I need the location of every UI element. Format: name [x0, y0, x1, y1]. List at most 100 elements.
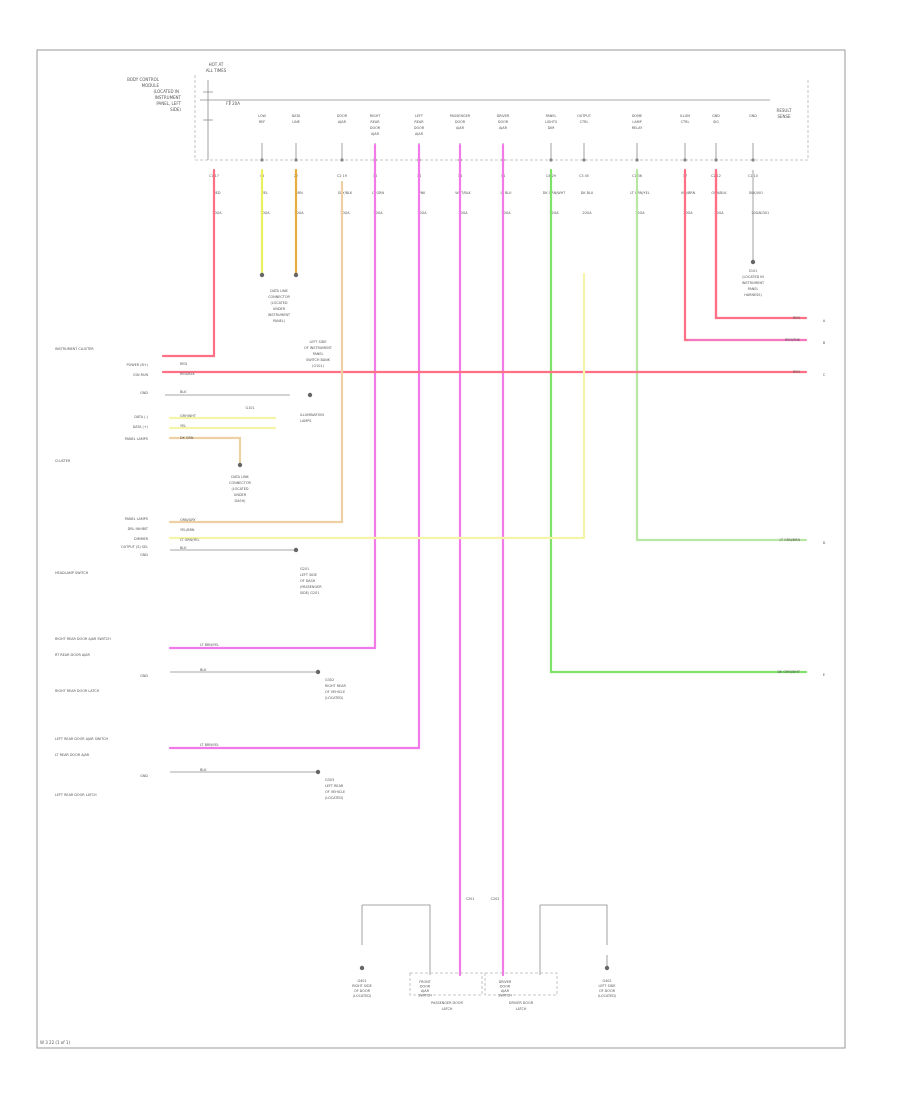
headlamp-pin-label: GND	[140, 553, 148, 557]
right-edge-ref: C	[823, 373, 826, 377]
ground-icon	[359, 965, 365, 971]
driver-latch-name: LATCH	[516, 1007, 527, 1011]
door-switches: FRONTDOORAJARSWITCHDRIVERDOORAJARSWITCHP…	[352, 897, 617, 1011]
wire-color-label: LT BLU	[500, 191, 512, 195]
wire-headlamp-orn	[168, 180, 344, 524]
rr-pin-label: GND	[140, 674, 148, 678]
cluster-note: OF INSTRUMENT	[304, 346, 333, 350]
splice-label: PANEL	[748, 287, 759, 291]
wires	[161, 143, 808, 977]
wire-pass-latch	[361, 904, 431, 975]
wire-color-label: GRY/BLK	[338, 191, 353, 195]
connector-label: C202	[491, 897, 500, 901]
ground-icon	[237, 462, 243, 468]
lr-wire-label: BLK	[200, 768, 207, 772]
terminal-label: DOOR	[414, 126, 425, 130]
module-side-label: SENSE	[777, 114, 791, 119]
terminal-dot	[582, 158, 586, 162]
cluster-dlc-label: (LOCATED	[231, 487, 248, 491]
terminal-label: DOME	[632, 114, 642, 118]
terminal-dot	[683, 158, 687, 162]
terminal-dot	[751, 158, 755, 162]
splice-label: (LOCATED IN	[742, 275, 764, 279]
cluster-pin-label: DATA (-)	[134, 415, 148, 419]
driver-gnd-label: OF DOOR	[599, 989, 616, 993]
cluster-pin-label: IGN RUN	[133, 373, 148, 377]
cluster-wire-label: GRY/WHT	[180, 414, 197, 418]
cluster-note: (G101)	[312, 364, 324, 368]
driver-switch-label: DRIVER	[499, 980, 512, 984]
wire-gauge-label: 20GA	[458, 211, 468, 215]
ground-label: G301	[760, 211, 769, 215]
cluster-pin-label: PANEL LAMPS	[125, 437, 148, 441]
driver-switch-box	[484, 972, 558, 996]
terminal-label: SIG	[713, 120, 719, 124]
terminal-label: LINE	[292, 120, 300, 124]
terminal-label: OUTPUT	[577, 114, 592, 118]
terminal-label: LIGHTS	[545, 120, 557, 124]
body-control-module: BODY CONTROL MODULE (LOCATED IN INSTRUME…	[127, 62, 809, 162]
lr-header: LEFT REAR DOOR AJAR SWITCH	[55, 737, 108, 741]
module-title-line: (LOCATED IN	[153, 89, 179, 94]
splice-dot-icon	[259, 272, 265, 278]
wire-color-label: LT GRN/YEL	[630, 191, 649, 195]
headlamp-name: HEADLAMP SWITCH	[55, 571, 89, 575]
terminal-label: CTRL	[580, 120, 589, 124]
pin-number: C2 19	[337, 174, 347, 178]
wire-green-dome	[549, 168, 808, 674]
lr-gnd-label: (LOCATED)	[325, 796, 344, 800]
wire-gauge-label: 20GA	[751, 211, 761, 215]
splice-label: HARNESS)	[744, 293, 762, 297]
cluster-pin-label: GND	[140, 391, 148, 395]
terminal-dot	[549, 158, 553, 162]
lr-gnd-label: OF VEHICLE	[325, 790, 345, 794]
cluster-wire-label: BLK	[180, 390, 187, 394]
module-title-line: BODY CONTROL	[127, 77, 160, 82]
cluster-wire-label: RED/BLK	[180, 372, 195, 376]
wire-gauge-label: 20GA	[683, 211, 693, 215]
module-title-line: MODULE	[142, 83, 160, 88]
headlamp-gnd-label: OF DASH	[300, 579, 316, 583]
wire-ltgreen	[635, 168, 808, 542]
wire-gauge-label: 20GA	[340, 211, 350, 215]
right-edge-wire-label: LT GRN/BRN	[780, 538, 801, 542]
rr-gnd-label: G302	[325, 678, 334, 682]
cluster-header: INSTRUMENT CLUSTER	[55, 347, 94, 351]
wire-gauge-label: 20GA	[714, 211, 724, 215]
terminal-label: AJAR	[338, 120, 347, 124]
terminal-label: LAMP	[632, 120, 641, 124]
right-edge-ref: D	[823, 541, 826, 545]
ground-icon	[750, 259, 756, 265]
lr-pin-label: GND	[140, 774, 148, 778]
terminal-label: RELAY	[632, 126, 644, 130]
module-title-line: SIDE)	[170, 107, 181, 112]
cluster-pin-label: DATA (+)	[133, 425, 149, 429]
headlamp-gnd-label: (PASSENGER	[300, 585, 322, 589]
terminal-label: DRIVER	[497, 114, 510, 118]
terminal-dot	[260, 158, 264, 162]
dlc-label: UNDER	[273, 307, 286, 311]
wire-headlamp-yel	[168, 272, 586, 540]
lr-name: LEFT REAR DOOR LATCH	[55, 793, 97, 797]
cluster-name: CLUSTER	[55, 459, 71, 463]
module-title-line: PANEL, LEFT	[156, 101, 181, 106]
wire-red-power	[161, 168, 216, 358]
terminal-label: PANEL	[546, 114, 557, 118]
ground-icon	[293, 547, 299, 553]
terminal-label: CTRL	[681, 120, 690, 124]
driver-gnd-label: G402	[602, 979, 611, 983]
wire-color-label: PNK	[419, 191, 427, 195]
terminal-label: AJAR	[371, 132, 380, 136]
headlamp-pin-label: DRL INHIBIT	[128, 527, 149, 531]
cluster-wire-label: RED	[180, 362, 187, 366]
terminal-label: DATA	[292, 114, 301, 118]
terminal-label: DIM	[548, 126, 555, 130]
rr-wire-label: BLK	[200, 668, 207, 672]
footer-label: W 3 22 (1 of 1)	[40, 1040, 70, 1045]
passenger-gnd-label: G401	[357, 979, 366, 983]
wire-gauge-label: 20GA	[212, 211, 222, 215]
cluster-pin-label: POWER (B+)	[127, 363, 149, 367]
terminal-label: DOOR	[337, 114, 348, 118]
